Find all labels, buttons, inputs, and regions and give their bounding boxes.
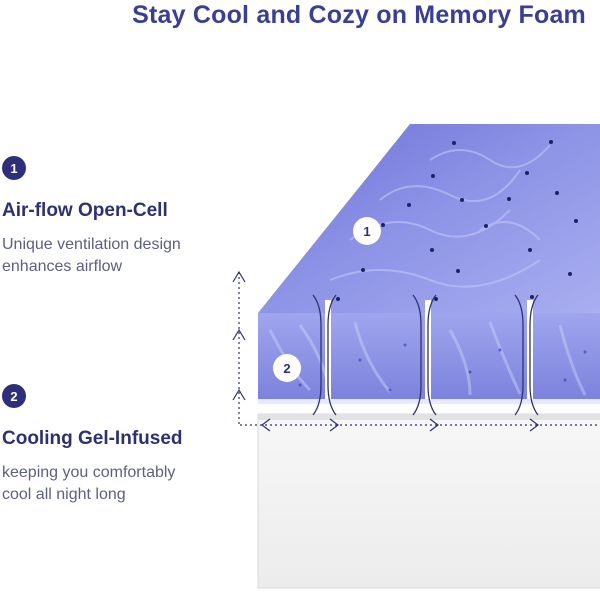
- mattress-base: [257, 413, 600, 589]
- feature-heading: Cooling Gel-Infused: [2, 428, 183, 449]
- gel-speckles: [298, 343, 587, 392]
- diagram-badge-label: 2: [283, 361, 290, 376]
- page-title: Stay Cool and Cozy on Memory Foam: [132, 1, 586, 29]
- mattress-base-shadow: [258, 414, 600, 420]
- ventilation-holes: [336, 140, 578, 301]
- vertical-arrow-icon: [232, 270, 246, 425]
- diagram-badge-side: 2: [273, 354, 301, 382]
- feature-description-line: enhances airflow: [2, 258, 123, 275]
- feature-description-line: Unique ventilation design: [2, 236, 181, 253]
- feature-heading: Air-flow Open-Cell: [2, 200, 168, 221]
- foam-side-bottom-edge: [258, 399, 600, 404]
- feature-number-badge: 1: [2, 156, 26, 180]
- diagram-badge-label: 1: [363, 224, 370, 239]
- feature-description-line: cool all night long: [2, 486, 126, 503]
- feature-description: Unique ventilation design enhances airfl…: [2, 234, 232, 278]
- diagram-badge-top: 1: [353, 217, 381, 245]
- feature-airflow: 1 Air-flow Open-Cell Unique ventilation …: [2, 156, 232, 278]
- feature-cooling-gel: 2 Cooling Gel-Infused keeping you comfor…: [2, 384, 232, 506]
- feature-description-line: keeping you comfortably: [2, 464, 176, 481]
- foam-top-surface: [258, 124, 600, 313]
- feature-description: keeping you comfortably cool all night l…: [2, 462, 232, 506]
- feature-number-badge: 2: [2, 384, 26, 408]
- bracket-arrow-icon: [312, 294, 539, 416]
- horizontal-arrow-icon: [240, 418, 600, 432]
